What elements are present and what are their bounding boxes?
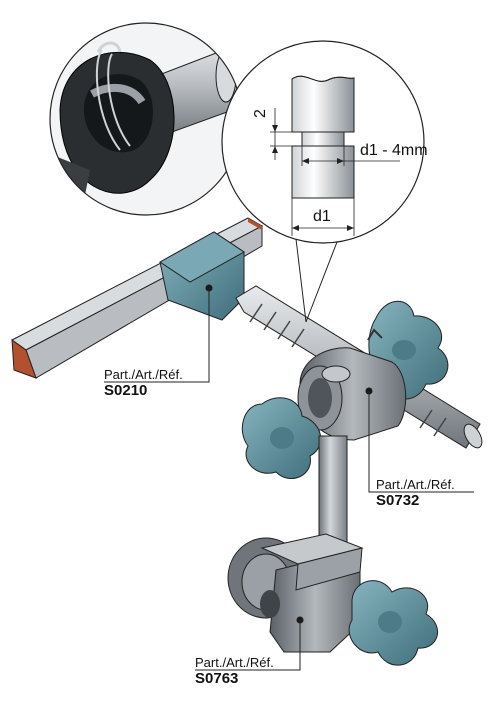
- part-callout-prefix: Part./Art./Réf.: [195, 655, 274, 670]
- cross-clamp-s0732: [297, 328, 407, 441]
- knob-lower-right: [348, 580, 438, 666]
- part-code: S0763: [195, 670, 239, 687]
- clamp-s0210: [159, 231, 245, 321]
- knob-left: [241, 397, 322, 480]
- base-clamp-s0763: [227, 533, 364, 653]
- part-code: S0732: [376, 492, 420, 509]
- part-callout-prefix: Part./Art./Réf.: [376, 477, 455, 492]
- groove-dimension-label: d1 - 4mm: [360, 142, 428, 159]
- zoom-bubble-dimension: [221, 40, 425, 244]
- leader-lines: [104, 288, 474, 671]
- gap-dimension-label: 2: [252, 109, 269, 118]
- part-callout-s0763: Part./Art./Réf. S0763: [195, 655, 274, 688]
- diameter-dimension-label: d1: [313, 208, 331, 225]
- part-callout-prefix: Part./Art./Réf.: [104, 367, 183, 382]
- part-code: S0210: [104, 382, 148, 399]
- part-callout-s0210: Part./Art./Réf. S0210: [104, 367, 183, 400]
- part-callout-s0732: Part./Art./Réf. S0732: [376, 477, 455, 510]
- bubble-connector: [295, 238, 338, 323]
